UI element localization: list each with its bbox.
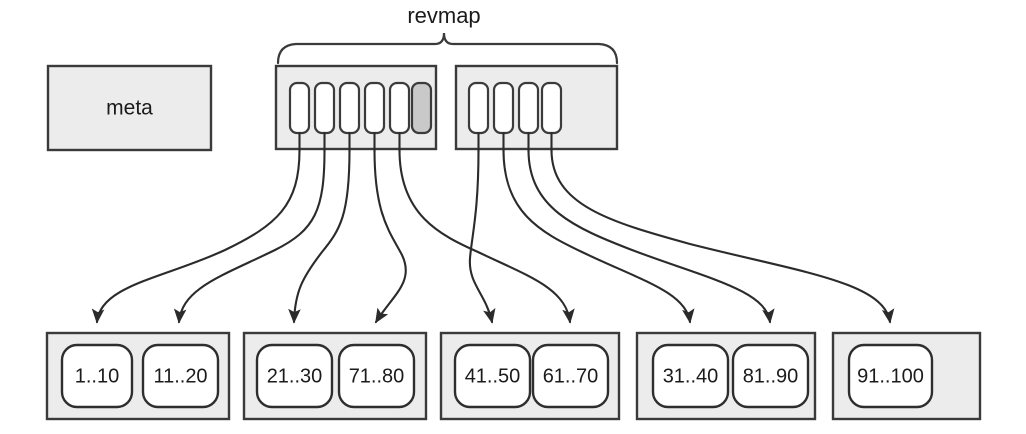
revmap-slot-2-3[interactable]: [540, 81, 563, 135]
connector-b2s1-to-31-40: [502, 148, 695, 324]
revmap-brace: [276, 32, 619, 65]
page-group-3[interactable]: 41..50 61..70: [439, 331, 621, 421]
meta-box-label: meta: [106, 97, 153, 120]
page-chip-91-100[interactable]: [847, 343, 934, 409]
page-chip-31-40[interactable]: [651, 343, 730, 409]
page-chip-21-30[interactable]: [255, 343, 334, 409]
page-chip-1-10[interactable]: [60, 343, 134, 409]
page-chip-31-40-label: 31..40: [663, 365, 719, 387]
page-chip-11-20[interactable]: [141, 343, 220, 409]
revmap-slot-2-0[interactable]: [467, 81, 490, 135]
revmap-slot-2-2[interactable]: [517, 81, 540, 135]
revmap-brace-group: revmap: [276, 3, 619, 65]
page-chip-61-70-label: 61..70: [543, 365, 599, 387]
connector-b2s0-to-41-50: [468, 148, 496, 324]
connector-b2s2-to-81-90: [527, 148, 775, 324]
page-chip-81-90-label: 81..90: [743, 365, 799, 387]
page-chip-71-80[interactable]: [337, 343, 416, 409]
page-chip-1-10-label: 1..10: [75, 365, 119, 387]
connector-b1s2-to-21-30: [288, 148, 351, 324]
revmap-slot-1-2[interactable]: [338, 81, 361, 135]
connector-b2s3-to-91-100: [550, 148, 895, 324]
meta-box[interactable]: meta: [46, 64, 213, 152]
page-chip-11-20-label: 11..20: [153, 365, 207, 387]
connector-b1s0-to-1-10: [91, 148, 301, 324]
page-chip-71-80-label: 71..80: [349, 365, 405, 387]
revmap-slot-2-1[interactable]: [492, 81, 515, 135]
page-chip-81-90[interactable]: [731, 343, 810, 409]
page-chip-41-50[interactable]: [453, 343, 532, 409]
page-chip-41-50-label: 41..50: [465, 365, 521, 387]
revmap-slot-1-1[interactable]: [313, 81, 336, 135]
connector-b1s4-to-61-70: [398, 148, 575, 324]
revmap-slot-1-0[interactable]: [288, 81, 311, 135]
revmap-slot-1-3[interactable]: [363, 81, 386, 135]
revmap-slot-1-4[interactable]: [388, 81, 411, 135]
revmap-slot-1-5[interactable]: [410, 81, 433, 135]
page-group-4[interactable]: 31..40 81..90: [635, 331, 817, 421]
revmap-label: revmap: [407, 3, 480, 28]
page-group-2[interactable]: 21..30 71..80: [242, 331, 428, 421]
revmap-block-1[interactable]: [274, 64, 438, 154]
connector-b1s3-to-71-80: [373, 148, 407, 324]
page-chip-21-30-label: 21..30: [267, 365, 323, 387]
page-chip-91-100-label: 91..100: [857, 365, 924, 387]
revmap-block-2[interactable]: [454, 64, 619, 154]
connector-b1s1-to-11-20: [173, 148, 326, 324]
page-group-5[interactable]: 91..100: [831, 331, 982, 421]
page-chip-61-70[interactable]: [531, 343, 610, 409]
connector-layer: [91, 148, 895, 324]
page-group-1[interactable]: 1..10 11..20: [45, 331, 231, 421]
meta-box-rect: [46, 64, 213, 152]
